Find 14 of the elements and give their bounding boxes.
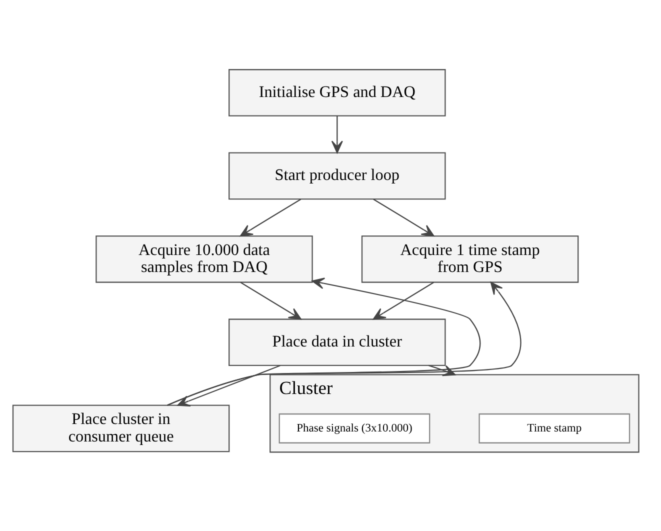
- node-box: Time stamp: [478, 413, 630, 444]
- arrow: [372, 282, 434, 320]
- node-box: Acquire 1 time stamp from GPS: [361, 235, 579, 283]
- node-box: Phase signals (3x10.000): [278, 413, 430, 444]
- arrow: [240, 198, 302, 236]
- node-box: Acquire 10.000 data samples from DAQ: [96, 235, 313, 283]
- node-box: Initialise GPS and DAQ: [228, 69, 446, 116]
- node-box: Place data in cluster: [228, 318, 446, 366]
- arrow: [331, 116, 343, 154]
- arrow: [240, 282, 302, 320]
- node-box: Start producer loop: [228, 152, 446, 200]
- arrow: [177, 364, 281, 407]
- arrow: [373, 198, 434, 236]
- node-box: Place cluster in consumer queue: [12, 404, 230, 452]
